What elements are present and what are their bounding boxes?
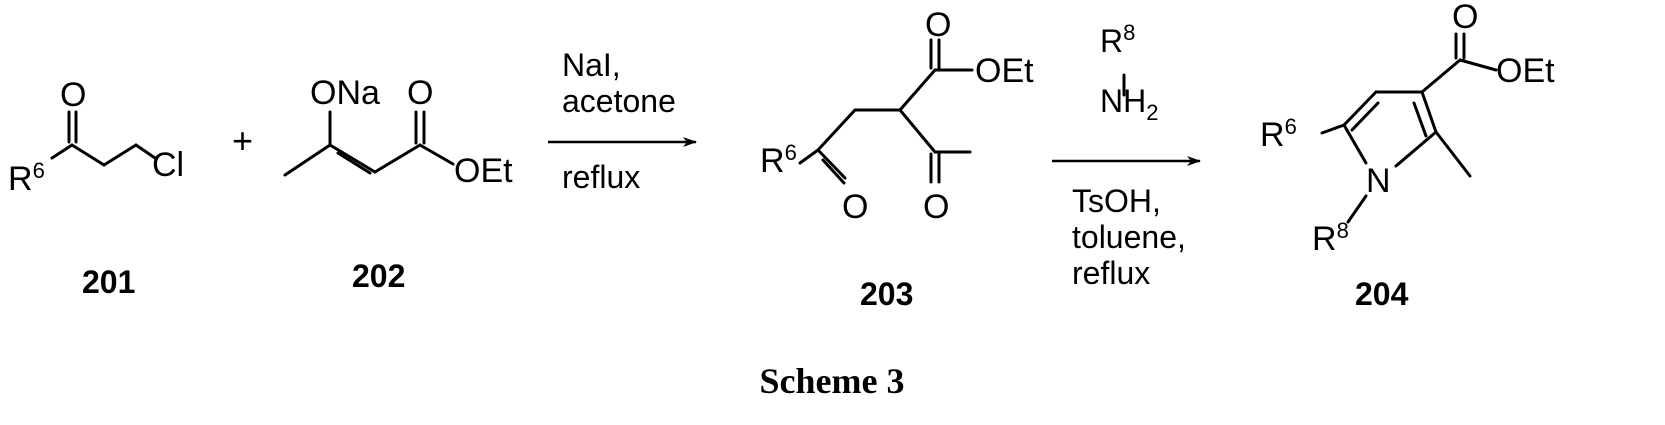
oet-203: OEt <box>975 52 1034 90</box>
scheme-title: Scheme 3 <box>760 361 905 401</box>
step1-solvent: acetone <box>562 83 676 119</box>
oxygen-203-ketone1: O <box>842 188 868 226</box>
r6-203: R6 <box>760 140 797 180</box>
step1-condition: reflux <box>562 159 640 195</box>
reaction-arrow-1: NaI, acetone reflux <box>548 47 696 195</box>
step2-reagent-nh2: NH2 <box>1100 83 1158 125</box>
reaction-arrow-2: R8 NH2 TsOH, toluene, reflux <box>1052 20 1200 291</box>
step2-condition: reflux <box>1072 255 1150 291</box>
label-201: 201 <box>82 264 135 300</box>
step2-acid: TsOH, <box>1072 183 1161 219</box>
nitrogen-204: N <box>1366 162 1391 200</box>
oxygen-203-ester: O <box>925 6 951 44</box>
step1-reagent-nai: NaI, <box>562 47 621 83</box>
step2-solvent: toluene, <box>1072 219 1186 255</box>
chlorine-201: Cl <box>152 146 184 184</box>
compound-202: ONa O OEt 202 <box>285 74 513 294</box>
r6-201: R6 <box>8 158 45 198</box>
oxygen-201: O <box>60 76 86 114</box>
label-204: 204 <box>1355 276 1409 312</box>
plus-sign: + <box>232 120 253 161</box>
r8-204: R8 <box>1312 218 1349 258</box>
ona-202: ONa <box>310 74 380 112</box>
step2-reagent-r8: R8 <box>1100 20 1135 59</box>
compound-203: O OEt R6 O O 203 <box>760 6 1034 312</box>
oet-204: OEt <box>1496 52 1555 90</box>
oxygen-203-ketone2: O <box>923 188 949 226</box>
label-203: 203 <box>860 276 913 312</box>
compound-204: O OEt R6 N R8 204 <box>1260 0 1555 312</box>
compound-201: O R6 Cl 201 <box>8 76 184 300</box>
oxygen-202: O <box>407 74 433 112</box>
oxygen-204: O <box>1452 0 1478 36</box>
oet-202: OEt <box>454 152 513 190</box>
r6-204: R6 <box>1260 114 1297 154</box>
label-202: 202 <box>352 258 405 294</box>
